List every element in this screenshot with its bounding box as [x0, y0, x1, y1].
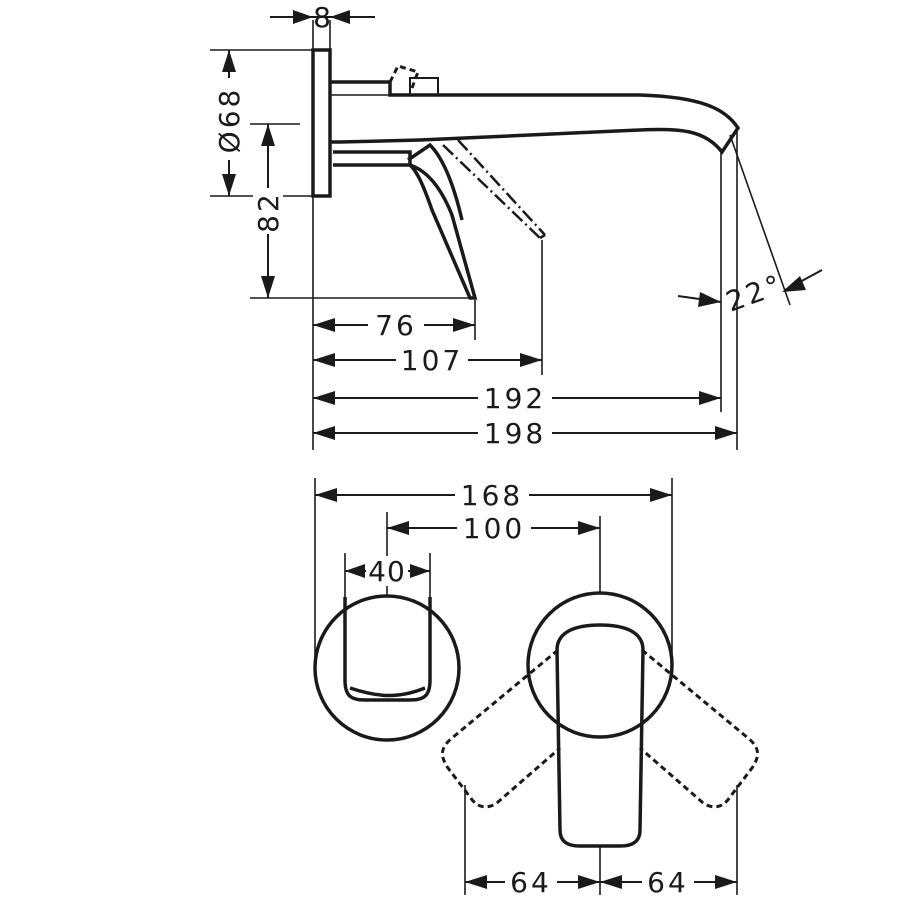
label-bg — [478, 383, 552, 413]
arrow — [330, 10, 350, 24]
spout-outlet — [343, 597, 432, 702]
arrow — [520, 353, 542, 367]
label-bg — [478, 418, 552, 448]
dim-label-168: 168 — [461, 479, 523, 512]
mixer-rosette-front — [526, 591, 674, 739]
lever-swing-right — [639, 648, 759, 809]
arrow — [699, 391, 721, 405]
arrow — [313, 318, 335, 332]
arrow — [715, 875, 737, 889]
dim-label-64-left: 64 — [510, 866, 552, 899]
label-bg — [366, 556, 408, 586]
arrow — [465, 875, 487, 889]
dim-label-107: 107 — [401, 344, 463, 377]
arrow — [313, 426, 335, 440]
arrow — [453, 318, 475, 332]
dim-label-22: 22° — [722, 268, 788, 319]
lever-handle — [408, 163, 478, 300]
arrow — [782, 276, 806, 292]
label-bg — [214, 78, 244, 160]
lever-swing-left — [441, 648, 561, 809]
arrow — [261, 124, 275, 146]
side-view: 8 Ø68 82 76 107 192 — [210, 1, 823, 450]
label-bg — [642, 867, 694, 897]
lever-alt-top — [442, 144, 541, 239]
spout-rosette-front — [313, 594, 461, 742]
dim-label-76: 76 — [375, 309, 417, 342]
arrow — [313, 353, 335, 367]
arrow — [387, 521, 409, 535]
arrow — [578, 521, 600, 535]
label-bg — [368, 310, 424, 340]
arrow — [715, 426, 737, 440]
diverter-block — [409, 77, 439, 96]
arrow — [313, 391, 335, 405]
arrow — [345, 564, 365, 578]
arrow — [222, 174, 236, 196]
dim-label-192: 192 — [484, 382, 546, 415]
arrow — [650, 488, 672, 502]
ext-line-angle — [729, 134, 791, 306]
label-bg — [396, 345, 468, 375]
arrow — [578, 875, 600, 889]
dim-label-8: 8 — [313, 1, 331, 34]
lever-base — [333, 150, 412, 167]
dim-label-40: 40 — [368, 555, 406, 588]
dim-label-100: 100 — [463, 512, 525, 545]
lever-front — [555, 623, 645, 848]
outlet-aerator — [349, 686, 426, 698]
lever-alt-tip — [539, 233, 546, 240]
wall-rosette-side — [311, 48, 332, 198]
label-bg — [253, 188, 283, 234]
lever-outline — [407, 142, 464, 221]
arrow — [698, 292, 721, 307]
arrow — [315, 488, 337, 502]
arrow — [410, 564, 430, 578]
label-bg — [505, 867, 557, 897]
dim-label-198: 198 — [484, 417, 546, 450]
label-bg — [455, 480, 529, 510]
arrow — [222, 50, 236, 72]
dim-label-68: Ø68 — [213, 87, 246, 154]
arrow — [261, 276, 275, 298]
front-view: 168 100 40 64 64 — [313, 478, 759, 899]
dim-label-82: 82 — [252, 191, 285, 233]
arrow — [600, 875, 622, 889]
lever-alt-bottom — [457, 139, 546, 236]
arrow — [293, 10, 313, 24]
spout-body — [330, 80, 741, 155]
dim-label-64-right: 64 — [647, 866, 689, 899]
label-bg — [457, 513, 531, 543]
